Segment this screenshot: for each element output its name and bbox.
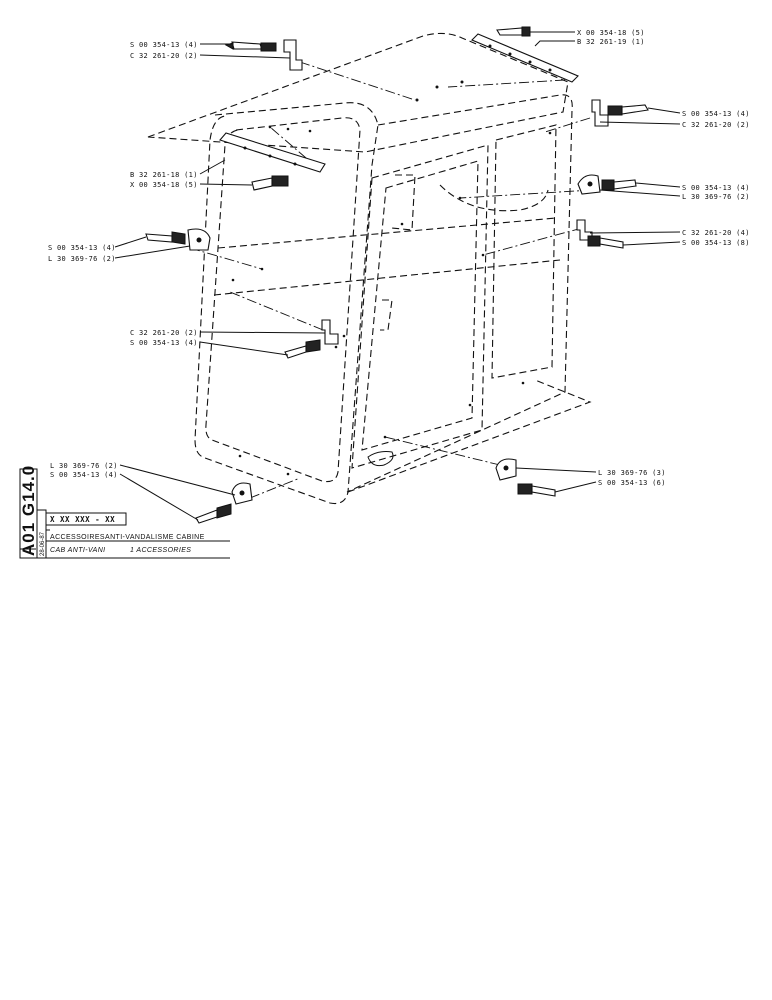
plate-part xyxy=(471,33,579,83)
latch-part xyxy=(231,482,253,505)
callout-label: C 32 261-20 (2) xyxy=(682,121,750,129)
callout-label: S 00 354-13 (4) xyxy=(682,110,750,118)
title-french: ACCESSOIRES xyxy=(50,534,105,541)
callout-label: S 00 354-13 (4) xyxy=(682,184,750,192)
drawing-date: 28-06-87 xyxy=(40,531,46,556)
reference-number: X XX XXX - XX xyxy=(50,515,115,524)
latch-part xyxy=(187,228,211,251)
callout-label: X 00 354-18 (5) xyxy=(577,29,645,37)
pin-part xyxy=(607,104,649,116)
title-french-sub: ANTI-VANDALISME CABINE xyxy=(105,534,205,541)
explosion-lines xyxy=(189,61,593,499)
callout-label: B 32 261-19 (1) xyxy=(577,38,645,46)
pin-part xyxy=(517,483,556,497)
angle-bracket-part xyxy=(321,319,339,345)
callout-label: C 32 261-20 (2) xyxy=(130,329,198,337)
callout-label: S 00 354-13 (8) xyxy=(682,239,750,247)
callout-label: S 00 354-13 (4) xyxy=(130,339,198,347)
drawing-code: A01 G14.0 xyxy=(19,465,38,556)
callout-label: S 00 354-13 (4) xyxy=(50,471,118,479)
angle-bracket-part xyxy=(283,39,303,71)
callout-label: C 32 261-20 (4) xyxy=(682,229,750,237)
leader-lines xyxy=(114,31,681,521)
callout-label: C 32 261-20 (2) xyxy=(130,52,198,60)
pin-part xyxy=(601,179,637,191)
latch-part xyxy=(577,174,601,195)
title-block: A01 G14.0 28-06-87 X XX XXX - XX ACCESSO… xyxy=(19,465,230,559)
callout-label: L 30 369-76 (3) xyxy=(598,469,666,477)
title-english: CAB ANTI-VANI xyxy=(50,547,106,554)
callout-labels: S 00 354-13 (4) C 32 261-20 (2) X 00 354… xyxy=(48,29,750,487)
pin-part xyxy=(224,41,277,52)
title-english-sub: 1 ACCESSORIES xyxy=(130,547,191,554)
plate-part xyxy=(219,132,326,173)
bolt-part xyxy=(251,175,289,191)
latch-part xyxy=(495,458,517,481)
callout-label: S 00 354-13 (4) xyxy=(48,244,116,252)
pin-part xyxy=(145,231,186,245)
pin-part xyxy=(195,503,232,524)
callout-label: B 32 261-18 (1) xyxy=(130,171,198,179)
bolt-part xyxy=(496,26,531,37)
callout-label: S 00 354-13 (4) xyxy=(130,41,198,49)
callout-label: L 30 369-76 (2) xyxy=(682,193,750,201)
pin-part xyxy=(587,235,624,249)
angle-bracket-part xyxy=(591,99,609,127)
pin-part xyxy=(284,339,321,359)
callout-label: L 30 369-76 (2) xyxy=(50,462,118,470)
cab-body xyxy=(147,32,592,505)
callout-label: L 30 369-76 (2) xyxy=(48,255,116,263)
callout-label: S 00 354-13 (6) xyxy=(598,479,666,487)
cab-mount-holes xyxy=(231,80,552,476)
callout-label: X 00 354-18 (5) xyxy=(130,181,198,189)
